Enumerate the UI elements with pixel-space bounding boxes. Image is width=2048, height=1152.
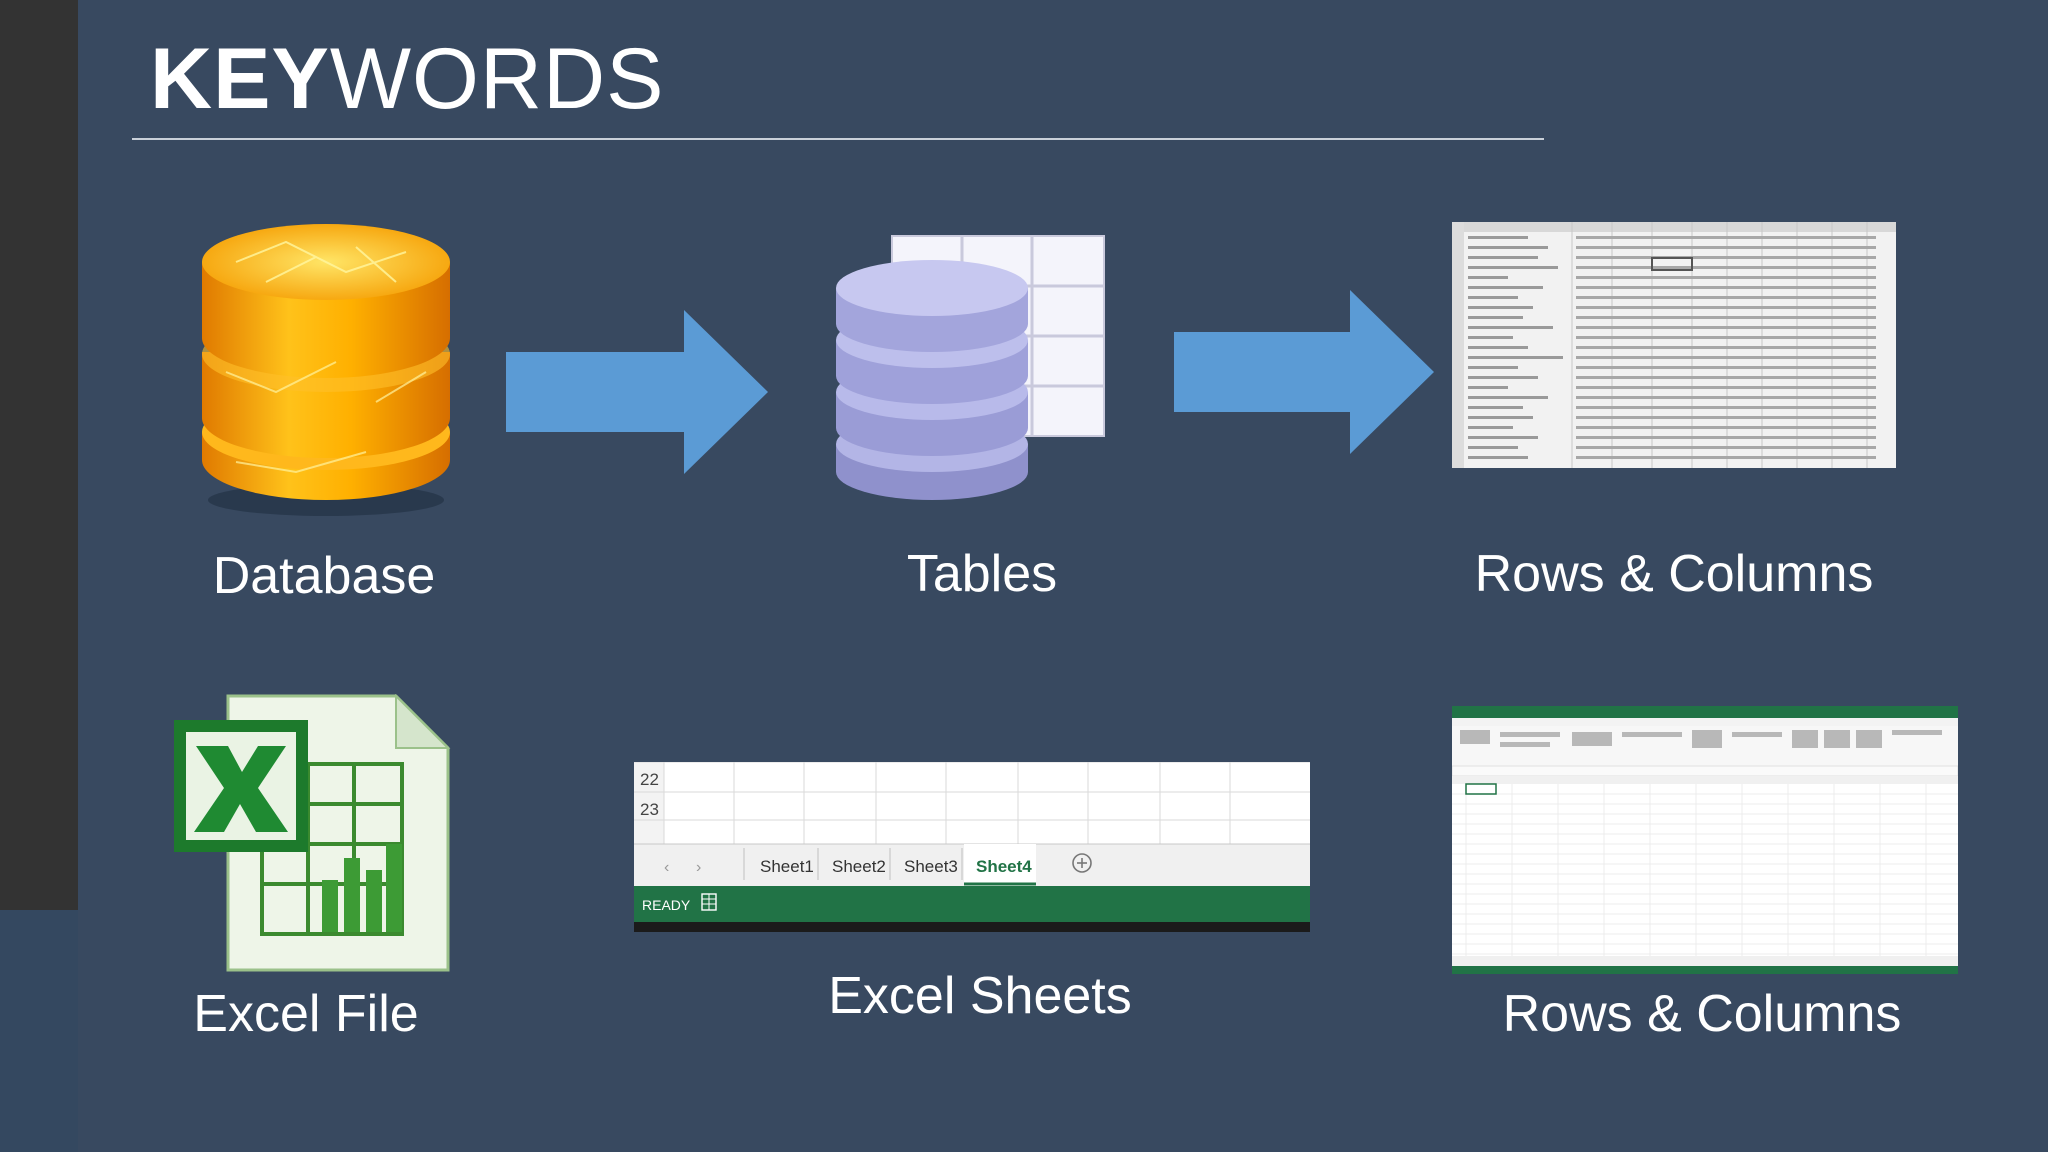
status-ready: READY [642, 897, 691, 913]
excel-file-icon [172, 694, 452, 974]
label-rows-columns-top: Rows & Columns [1474, 545, 1874, 603]
label-tables: Tables [906, 545, 1058, 603]
spreadsheet-screenshot [1452, 222, 1896, 468]
left-side-strip [0, 0, 78, 910]
macro-record-icon [701, 893, 717, 911]
label-rows-columns-bottom: Rows & Columns [1502, 985, 1902, 1043]
arrow-right-icon [1174, 290, 1434, 454]
slide-title: KEYWORDS [150, 36, 664, 122]
sheet-tab-2[interactable]: Sheet2 [832, 857, 886, 876]
tab-scroll-right-icon[interactable]: › [696, 859, 701, 876]
label-excel-file: Excel File [193, 985, 419, 1043]
excel-window-screenshot [1452, 706, 1958, 974]
add-sheet-icon[interactable] [1072, 853, 1092, 873]
excel-sheets-screenshot: 22 23 ‹ › Sheet1 Sheet2 Sheet3 Sheet4 RE… [634, 762, 1310, 932]
row-number-23: 23 [640, 800, 659, 819]
database-icon [196, 222, 456, 520]
arrow-right-icon [506, 310, 768, 474]
label-database: Database [212, 547, 436, 605]
title-light-part: WORDS [329, 31, 665, 127]
sheet-tab-4-active[interactable]: Sheet4 [976, 857, 1032, 876]
title-underline [132, 138, 1544, 140]
left-side-strip-lower [0, 910, 78, 1152]
sheet-tab-1[interactable]: Sheet1 [760, 857, 814, 876]
sheet-tab-3[interactable]: Sheet3 [904, 857, 958, 876]
label-excel-sheets: Excel Sheets [828, 967, 1132, 1025]
row-number-22: 22 [640, 770, 659, 789]
title-bold-part: KEY [150, 31, 330, 127]
tables-icon [834, 232, 1106, 504]
tab-scroll-left-icon[interactable]: ‹ [664, 859, 669, 876]
